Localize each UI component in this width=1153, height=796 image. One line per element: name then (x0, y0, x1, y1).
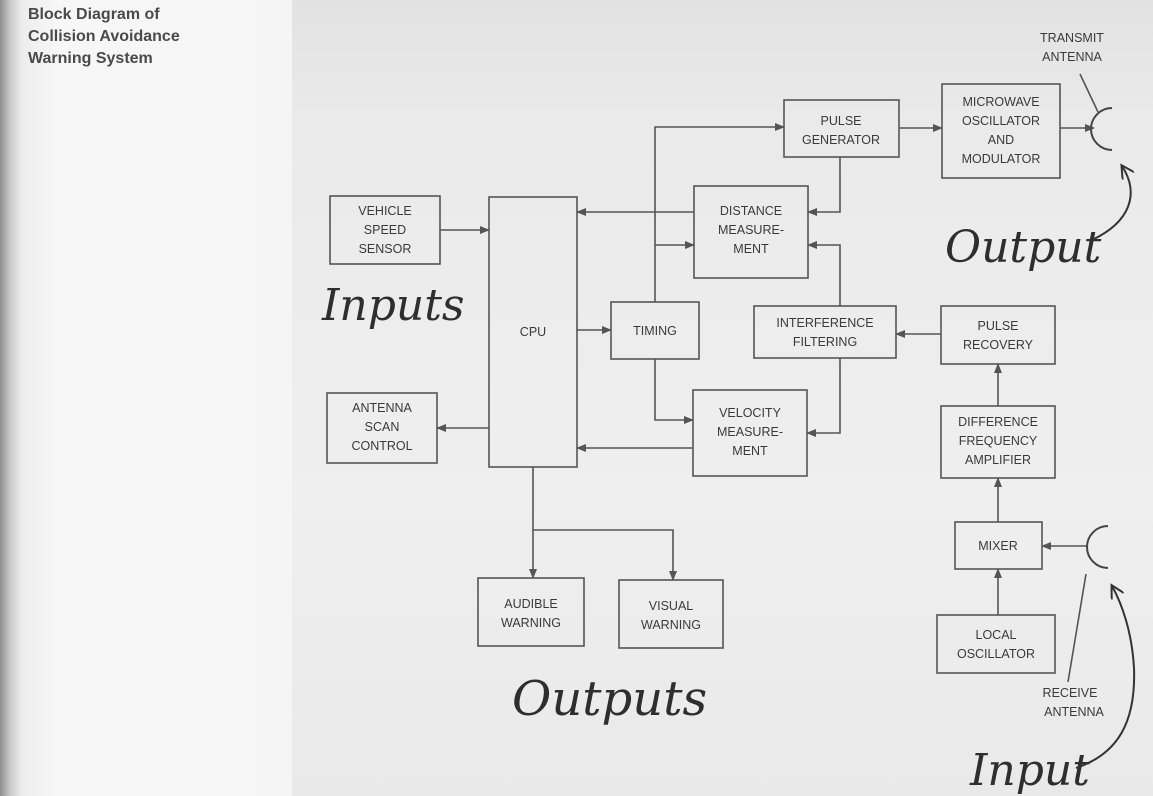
microwave-oscillator-block: MICROWAVE OSCILLATOR AND MODULATOR (941, 83, 1061, 179)
left-page-margin (0, 0, 292, 796)
visual-warning-block: VISUAL WARNING (618, 579, 724, 649)
pulse-recovery-line-1: PULSE (978, 319, 1019, 333)
microwave-oscillator-line-3: AND (988, 133, 1014, 147)
pulse-recovery-block: PULSE RECOVERY (940, 305, 1056, 365)
handwritten-input: Input (969, 745, 1090, 796)
difference-frequency-amplifier-block: DIFFERENCE FREQUENCY AMPLIFIER (940, 405, 1056, 479)
microwave-oscillator-line-4: MODULATOR (962, 152, 1041, 166)
wire-timing-to-pulse-generator (654, 123, 785, 302)
transmit-antenna-label-2: ANTENNA (1042, 50, 1102, 64)
vehicle-speed-sensor-line-3: SENSOR (359, 242, 412, 256)
interference-filtering-line-1: INTERFERENCE (776, 316, 873, 330)
cpu-label: CPU (520, 325, 546, 339)
difference-frequency-amplifier-line-1: DIFFERENCE (958, 415, 1038, 429)
input-curved-arrow (1075, 586, 1136, 769)
vehicle-speed-sensor-line-2: SPEED (364, 223, 406, 237)
distance-measurement-block: DISTANCE MEASURE- MENT (693, 185, 809, 279)
handwritten-inputs: Inputs (321, 280, 464, 331)
vehicle-speed-sensor-block: VEHICLE SPEED SENSOR (329, 195, 441, 265)
velocity-measurement-line-2: MEASURE- (717, 425, 783, 439)
receive-antenna-label-1: RECEIVE (1043, 686, 1098, 700)
pulse-generator-line-2: GENERATOR (802, 133, 880, 147)
timing-label: TIMING (633, 324, 677, 338)
mixer-label: MIXER (978, 539, 1018, 553)
caption-line-2: Collision Avoidance (28, 28, 180, 45)
difference-frequency-amplifier-line-2: FREQUENCY (959, 434, 1038, 448)
audible-warning-block: AUDIBLE WARNING (477, 577, 585, 647)
difference-frequency-amplifier-line-3: AMPLIFIER (965, 453, 1031, 467)
antenna-scan-control-line-1: ANTENNA (352, 401, 412, 415)
cpu-block: CPU (488, 196, 578, 468)
pulse-recovery-line-2: RECOVERY (963, 338, 1034, 352)
local-oscillator-block: LOCAL OSCILLATOR (936, 614, 1056, 674)
velocity-measurement-line-1: VELOCITY (719, 406, 781, 420)
transmit-antenna-label-1: TRANSMIT (1040, 31, 1104, 45)
handwritten-output: Output (945, 222, 1102, 273)
local-oscillator-line-1: LOCAL (976, 628, 1017, 642)
diagram-page (292, 0, 1153, 796)
wire-timing-to-velocity (654, 359, 694, 424)
wire-pulse-generator-to-distance (807, 157, 841, 216)
receive-antenna-label-2: ANTENNA (1044, 705, 1104, 719)
velocity-measurement-block: VELOCITY MEASURE- MENT (692, 389, 808, 477)
audible-warning-line-1: AUDIBLE (504, 597, 558, 611)
microwave-oscillator-line-1: MICROWAVE (962, 95, 1039, 109)
distance-measurement-line-2: MEASURE- (718, 223, 784, 237)
mixer-block: MIXER (954, 521, 1043, 570)
caption-line-3: Warning System (28, 50, 153, 67)
interference-filtering-block: INTERFERENCE FILTERING (753, 305, 897, 359)
local-oscillator-line-2: OSCILLATOR (957, 647, 1035, 661)
vehicle-speed-sensor-line-1: VEHICLE (358, 204, 412, 218)
handwritten-outputs: Outputs (512, 671, 707, 727)
figure-caption: Block Diagram of Collision Avoidance War… (28, 4, 278, 70)
caption-line-1: Block Diagram of (28, 6, 160, 23)
transmit-antenna-leader (1079, 73, 1099, 113)
interference-filtering-line-2: FILTERING (793, 335, 857, 349)
distance-measurement-line-3: MENT (733, 242, 769, 256)
timing-block: TIMING (610, 301, 700, 360)
antenna-scan-control-line-2: SCAN (365, 420, 400, 434)
velocity-measurement-line-3: MENT (732, 444, 768, 458)
output-curved-arrow (1091, 166, 1131, 241)
visual-warning-line-2: WARNING (641, 618, 701, 632)
receive-antenna-leader (1067, 573, 1087, 683)
wire-cpu-to-visual (533, 529, 677, 581)
pulse-generator-block: PULSE GENERATOR (783, 99, 900, 158)
visual-warning-line-1: VISUAL (649, 599, 694, 613)
transmit-antenna-icon (1090, 107, 1113, 151)
wire-filtering-to-velocity (806, 358, 841, 437)
wire-filtering-to-distance (807, 241, 841, 306)
audible-warning-line-2: WARNING (501, 616, 561, 630)
distance-measurement-line-1: DISTANCE (720, 204, 782, 218)
pulse-generator-line-1: PULSE (821, 114, 862, 128)
antenna-scan-control-block: ANTENNA SCAN CONTROL (326, 392, 438, 464)
microwave-oscillator-line-2: OSCILLATOR (962, 114, 1040, 128)
antenna-scan-control-line-3: CONTROL (351, 439, 412, 453)
receive-antenna-icon (1086, 525, 1109, 569)
